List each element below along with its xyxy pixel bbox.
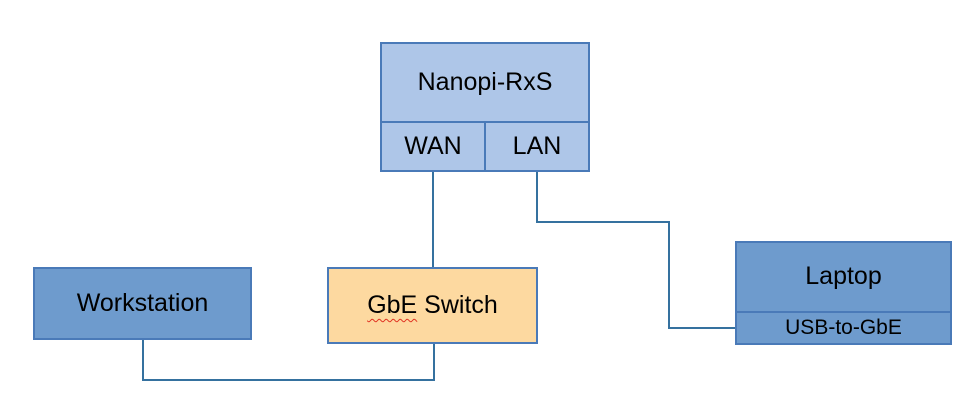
node-laptop[interactable]: Laptop USB-to-GbE: [735, 241, 952, 345]
node-workstation[interactable]: Workstation: [33, 267, 252, 340]
connector-segment: [142, 340, 144, 381]
nanopi-title-cell: Nanopi-RxS: [382, 44, 588, 121]
nanopi-label: Nanopi-RxS: [417, 67, 553, 96]
node-gbe-switch[interactable]: GbE Switch: [327, 267, 538, 344]
port-wan-label: WAN: [404, 131, 462, 160]
connector-segment: [433, 344, 435, 381]
port-lan-label: LAN: [512, 131, 562, 160]
laptop-label: Laptop: [805, 262, 882, 291]
connector-segment: [432, 172, 434, 267]
node-nanopi-rxs[interactable]: Nanopi-RxS WAN LAN: [380, 42, 590, 172]
connector-segment: [142, 379, 435, 381]
laptop-usb-to-gbe-cell[interactable]: USB-to-GbE: [737, 311, 950, 343]
laptop-title-cell: Laptop: [737, 243, 950, 311]
port-wan[interactable]: WAN: [382, 123, 484, 170]
gbe-switch-label-rest: Switch: [417, 290, 498, 319]
connector-segment: [536, 172, 538, 221]
connector-segment: [668, 221, 670, 329]
gbe-switch-label-misspelled-part: GbE: [367, 290, 418, 319]
connector-segment: [536, 221, 670, 223]
nanopi-ports-row: WAN LAN: [382, 120, 588, 170]
workstation-label: Workstation: [76, 288, 209, 317]
port-lan[interactable]: LAN: [484, 122, 588, 170]
connector-segment: [668, 327, 735, 329]
gbe-switch-label: GbE Switch: [367, 290, 498, 320]
laptop-usb-to-gbe-label: USB-to-GbE: [785, 316, 902, 340]
